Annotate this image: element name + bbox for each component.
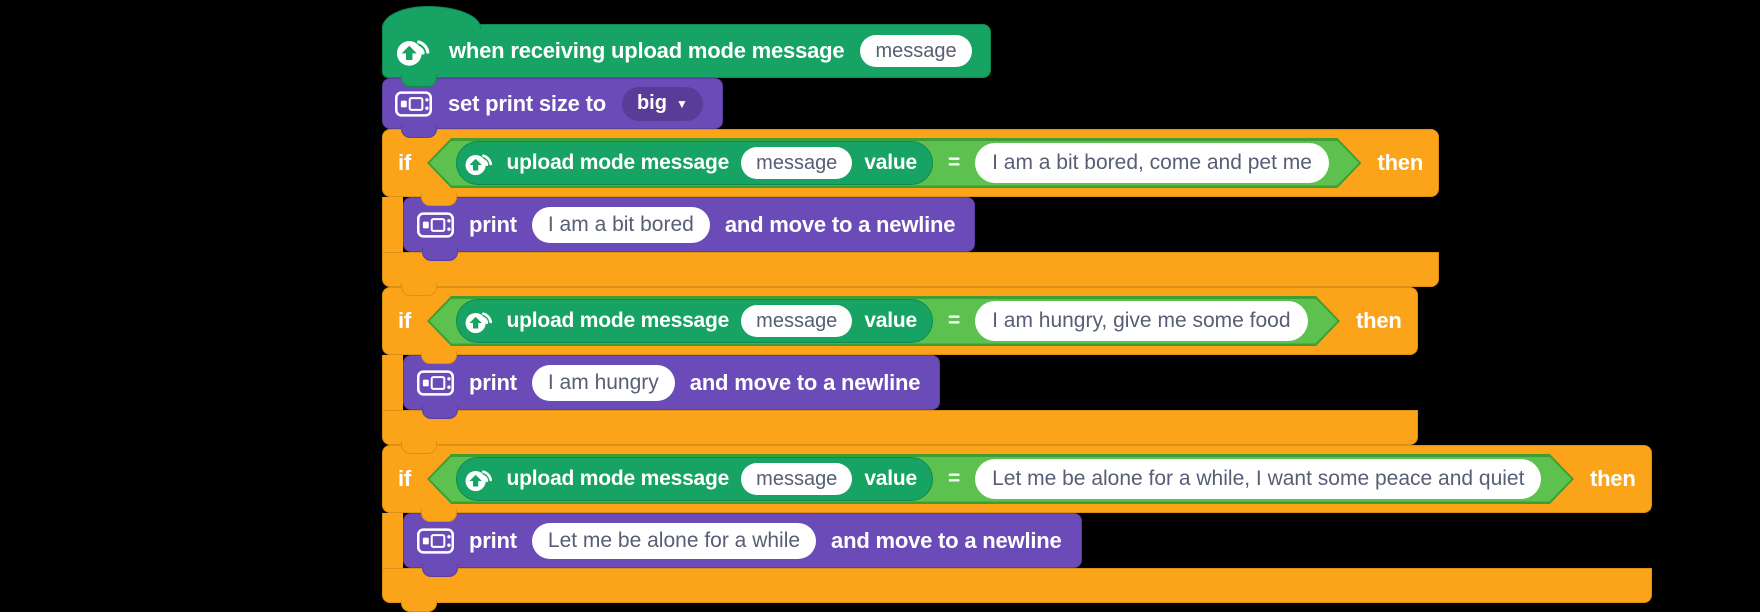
reporter-label: upload mode message	[506, 467, 730, 490]
if-block-body: print I am a bit bored and move to a new…	[382, 197, 976, 261]
message-variable-pill[interactable]: message	[741, 305, 852, 337]
connector-bump	[422, 564, 458, 577]
display-icon	[417, 211, 454, 238]
if-block-header[interactable]: if upload mode message message	[382, 445, 1652, 522]
if-label: if	[398, 150, 412, 175]
then-label: then	[1377, 150, 1424, 175]
connector-bump	[401, 441, 437, 454]
chevron-down-icon: ▼	[675, 96, 688, 111]
message-variable-pill[interactable]: message	[741, 463, 852, 495]
comparison-value-input[interactable]: I am a bit bored, come and pet me	[975, 143, 1329, 183]
connector-bump	[422, 406, 458, 419]
upload-wifi-icon	[464, 466, 495, 493]
if-block-bottom-arm	[382, 568, 1652, 612]
upload-mode-message-value-reporter[interactable]: upload mode message message value	[456, 141, 933, 185]
if-block-body: print Let me be alone for a while and mo…	[382, 513, 1082, 577]
upload-wifi-icon	[464, 150, 495, 177]
comparison-value-input[interactable]: Let me be alone for a while, I want some…	[975, 459, 1541, 499]
print-size-dropdown-value: big	[636, 92, 667, 114]
if-block-header[interactable]: if upload mode message message	[382, 129, 1440, 206]
newline-label: and move to a newline	[831, 527, 1062, 553]
connector-bump	[401, 125, 437, 138]
upload-mode-message-value-reporter[interactable]: upload mode message message value	[456, 457, 933, 501]
equals-operator-label: =	[948, 467, 961, 490]
if-block-header[interactable]: if upload mode message message	[382, 287, 1418, 364]
reporter-suffix-label: value	[864, 467, 918, 490]
upload-wifi-icon	[396, 39, 430, 66]
display-icon	[417, 369, 454, 396]
comparison-value-input[interactable]: I am hungry, give me some food	[975, 301, 1307, 341]
newline-label: and move to a newline	[724, 211, 956, 237]
connector-bump	[422, 248, 458, 261]
reporter-suffix-label: value	[864, 309, 918, 332]
message-variable-pill[interactable]: message	[741, 147, 852, 179]
if-block-bottom-arm	[382, 410, 1418, 454]
print-size-dropdown[interactable]: big ▼	[621, 86, 703, 121]
set-print-size-label: set print size to	[448, 90, 606, 116]
c-block-spine	[382, 355, 403, 410]
set-print-size-block[interactable]: set print size to big ▼	[382, 78, 723, 138]
if-then-block[interactable]: if upload mode message message	[382, 445, 1652, 612]
if-label: if	[398, 308, 412, 333]
print-label: print	[469, 369, 517, 395]
equals-operator-label: =	[948, 309, 961, 332]
when-receiving-upload-mode-message-block[interactable]: when receiving upload mode message messa…	[381, 6, 991, 87]
print-label: print	[469, 527, 517, 553]
print-block[interactable]: print I am a bit bored and move to a new…	[403, 197, 976, 261]
equals-condition-block[interactable]: upload mode message message value = Let …	[427, 454, 1574, 504]
if-label: if	[398, 466, 412, 491]
reporter-suffix-label: value	[864, 151, 918, 174]
reporter-label: upload mode message	[506, 309, 730, 332]
print-block[interactable]: print Let me be alone for a while and mo…	[403, 513, 1082, 577]
print-text-input[interactable]: I am a bit bored	[531, 206, 710, 243]
if-block-bottom-arm	[382, 252, 1440, 296]
then-label: then	[1589, 466, 1636, 491]
equals-condition-block[interactable]: upload mode message message value = I am…	[427, 138, 1361, 188]
equals-condition-block[interactable]: upload mode message message value = I am…	[427, 296, 1340, 346]
print-text-input[interactable]: I am hungry	[531, 364, 675, 401]
script-stack[interactable]: when receiving upload mode message messa…	[381, 6, 1652, 612]
connector-bump	[421, 351, 457, 364]
if-then-block[interactable]: if upload mode message message	[382, 287, 1418, 454]
upload-wifi-icon	[464, 308, 495, 335]
print-block[interactable]: print I am hungry and move to a newline	[403, 355, 941, 419]
if-block-body: print I am hungry and move to a newline	[382, 355, 941, 419]
connector-bump	[421, 509, 457, 522]
connector-bump	[401, 74, 437, 87]
print-label: print	[469, 211, 517, 237]
c-block-spine	[382, 197, 403, 252]
reporter-label: upload mode message	[506, 151, 730, 174]
connector-bump	[421, 193, 457, 206]
hat-dome	[381, 6, 481, 29]
then-label: then	[1356, 308, 1402, 333]
c-block-spine	[382, 513, 403, 568]
print-text-input[interactable]: Let me be alone for a while	[531, 522, 817, 559]
upload-mode-message-value-reporter[interactable]: upload mode message message value	[456, 299, 933, 343]
display-icon	[417, 527, 454, 554]
equals-operator-label: =	[948, 151, 961, 174]
newline-label: and move to a newline	[689, 369, 921, 395]
hat-block-label: when receiving upload mode message	[449, 38, 845, 63]
connector-bump	[401, 283, 437, 296]
if-then-block[interactable]: if upload mode message message	[382, 129, 1440, 296]
display-icon	[395, 90, 432, 117]
message-variable-pill[interactable]: message	[860, 35, 972, 67]
